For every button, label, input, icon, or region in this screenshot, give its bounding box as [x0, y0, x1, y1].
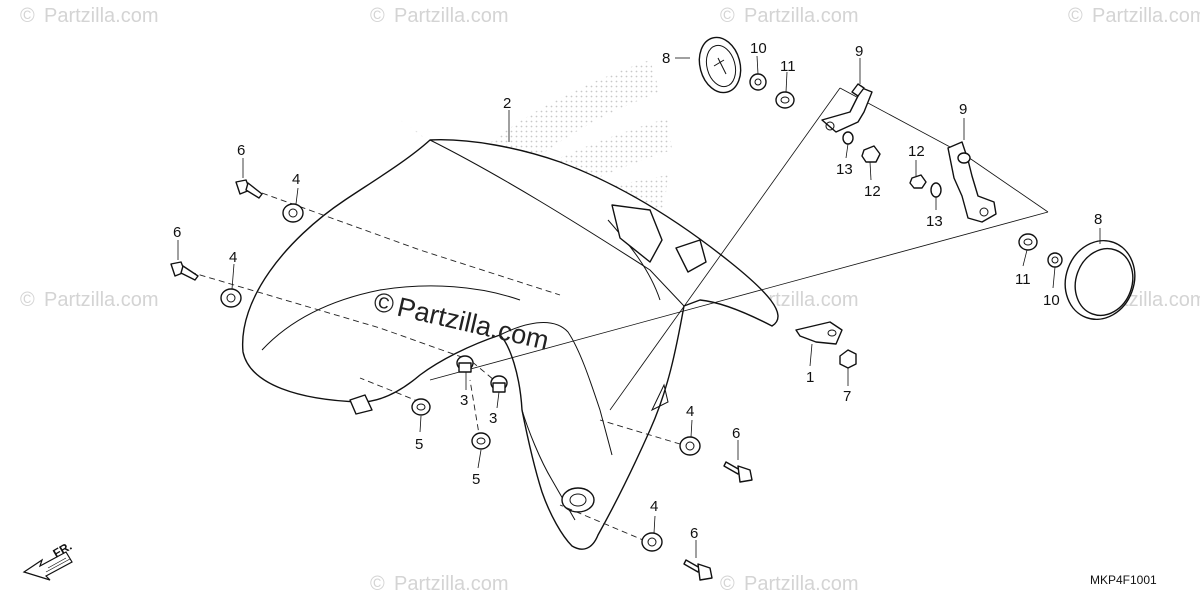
front-direction-indicator: FR. [22, 539, 75, 581]
callout-labels: 2 8 10 11 9 13 12 9 12 13 8 11 10 6 4 6 … [173, 40, 1102, 542]
nut-7[interactable] [839, 349, 857, 369]
callout-6: 6 [732, 425, 740, 442]
callout-3: 3 [460, 392, 468, 409]
callout-8: 8 [662, 50, 670, 67]
callout-4: 4 [686, 403, 694, 420]
grommet-4-lower[interactable] [220, 288, 242, 308]
callout-6: 6 [690, 525, 698, 542]
callout-13: 13 [926, 213, 943, 230]
watermark: © Partzilla.com [20, 5, 158, 27]
screw-6-lower[interactable] [170, 261, 199, 281]
cap-right[interactable] [1054, 231, 1145, 329]
callout-6: 6 [237, 142, 245, 159]
copyright-icon: © [720, 573, 735, 595]
copyright-icon: © [20, 289, 35, 311]
callout-2: 2 [503, 95, 511, 112]
screw-6-mid[interactable] [723, 461, 753, 483]
callout-9: 9 [959, 101, 967, 118]
callout-4: 4 [292, 171, 300, 188]
callout-9: 9 [855, 43, 863, 60]
grommet-4-mid[interactable] [679, 436, 701, 456]
washer-13-top[interactable] [842, 131, 854, 145]
callout-4: 4 [229, 249, 237, 266]
cap-top[interactable] [693, 33, 746, 97]
watermark: © Partzilla.com [370, 5, 508, 27]
watermark-text: Partzilla.com [394, 573, 508, 595]
copyright-icon: © [370, 573, 385, 595]
watermark-text: Partzilla.com [44, 289, 158, 311]
callout-10: 10 [750, 40, 767, 57]
direction-label: FR. [51, 539, 75, 561]
watermark: © Partzilla.com [720, 5, 858, 27]
callout-leaders [177, 55, 1101, 558]
watermark-text: Partzilla.com [744, 573, 858, 595]
callout-12: 12 [908, 143, 925, 160]
callout-4: 4 [650, 498, 658, 515]
grommet-4-upper[interactable] [282, 203, 304, 223]
front-direction-arrow-icon [22, 551, 73, 581]
bracket-top[interactable] [821, 83, 873, 133]
nut-12-right[interactable] [909, 174, 927, 189]
front-fender[interactable] [241, 139, 779, 550]
copyright-icon: © [370, 5, 385, 27]
callout-8: 8 [1094, 211, 1102, 228]
callout-5: 5 [415, 436, 423, 453]
watermark: © Partzilla.com [370, 573, 508, 595]
watermark-text: Partzilla.com [1092, 5, 1200, 27]
callout-1: 1 [806, 369, 814, 386]
callout-5: 5 [472, 471, 480, 488]
watermark-text: Partzilla.com [394, 5, 508, 27]
hose-clamp[interactable] [795, 321, 843, 345]
bracket-right[interactable] [947, 141, 997, 223]
grommet-top[interactable] [775, 91, 795, 109]
assembly-guide-lines [189, 87, 1049, 546]
callout-13: 13 [836, 161, 853, 178]
callout-11: 11 [1015, 271, 1031, 288]
callout-12: 12 [864, 183, 881, 200]
nut-12-top[interactable] [861, 145, 881, 163]
copyright-icon: © [720, 5, 735, 27]
callout-6: 6 [173, 224, 181, 241]
grommet-right[interactable] [1018, 233, 1038, 251]
washer-13-right[interactable] [930, 182, 942, 198]
washer-top[interactable] [749, 73, 767, 91]
washer-right[interactable] [1047, 252, 1063, 268]
collar-3-left[interactable] [456, 355, 474, 373]
screw-6-bottom[interactable] [683, 559, 713, 581]
callout-3: 3 [489, 410, 497, 427]
collar-3-right[interactable] [490, 375, 508, 393]
collar-5-left[interactable] [411, 398, 431, 416]
watermark: © Partzilla.com [720, 573, 858, 595]
watermark: © Partzilla.com [1068, 5, 1200, 27]
copyright-icon: © [1068, 5, 1083, 27]
screw-6-upper[interactable] [235, 179, 263, 199]
watermark-text: Partzilla.com [744, 5, 858, 27]
collar-5-right[interactable] [471, 432, 491, 450]
callout-10: 10 [1043, 292, 1060, 309]
watermark: © Partzilla.com [20, 289, 158, 311]
copyright-icon: © [20, 5, 35, 27]
grommet-4-bottom[interactable] [641, 532, 663, 552]
callout-11: 11 [780, 58, 796, 75]
watermark-text: Partzilla.com [44, 5, 158, 27]
callout-7: 7 [843, 388, 851, 405]
diagram-code: MKP4F1001 [1090, 573, 1157, 587]
